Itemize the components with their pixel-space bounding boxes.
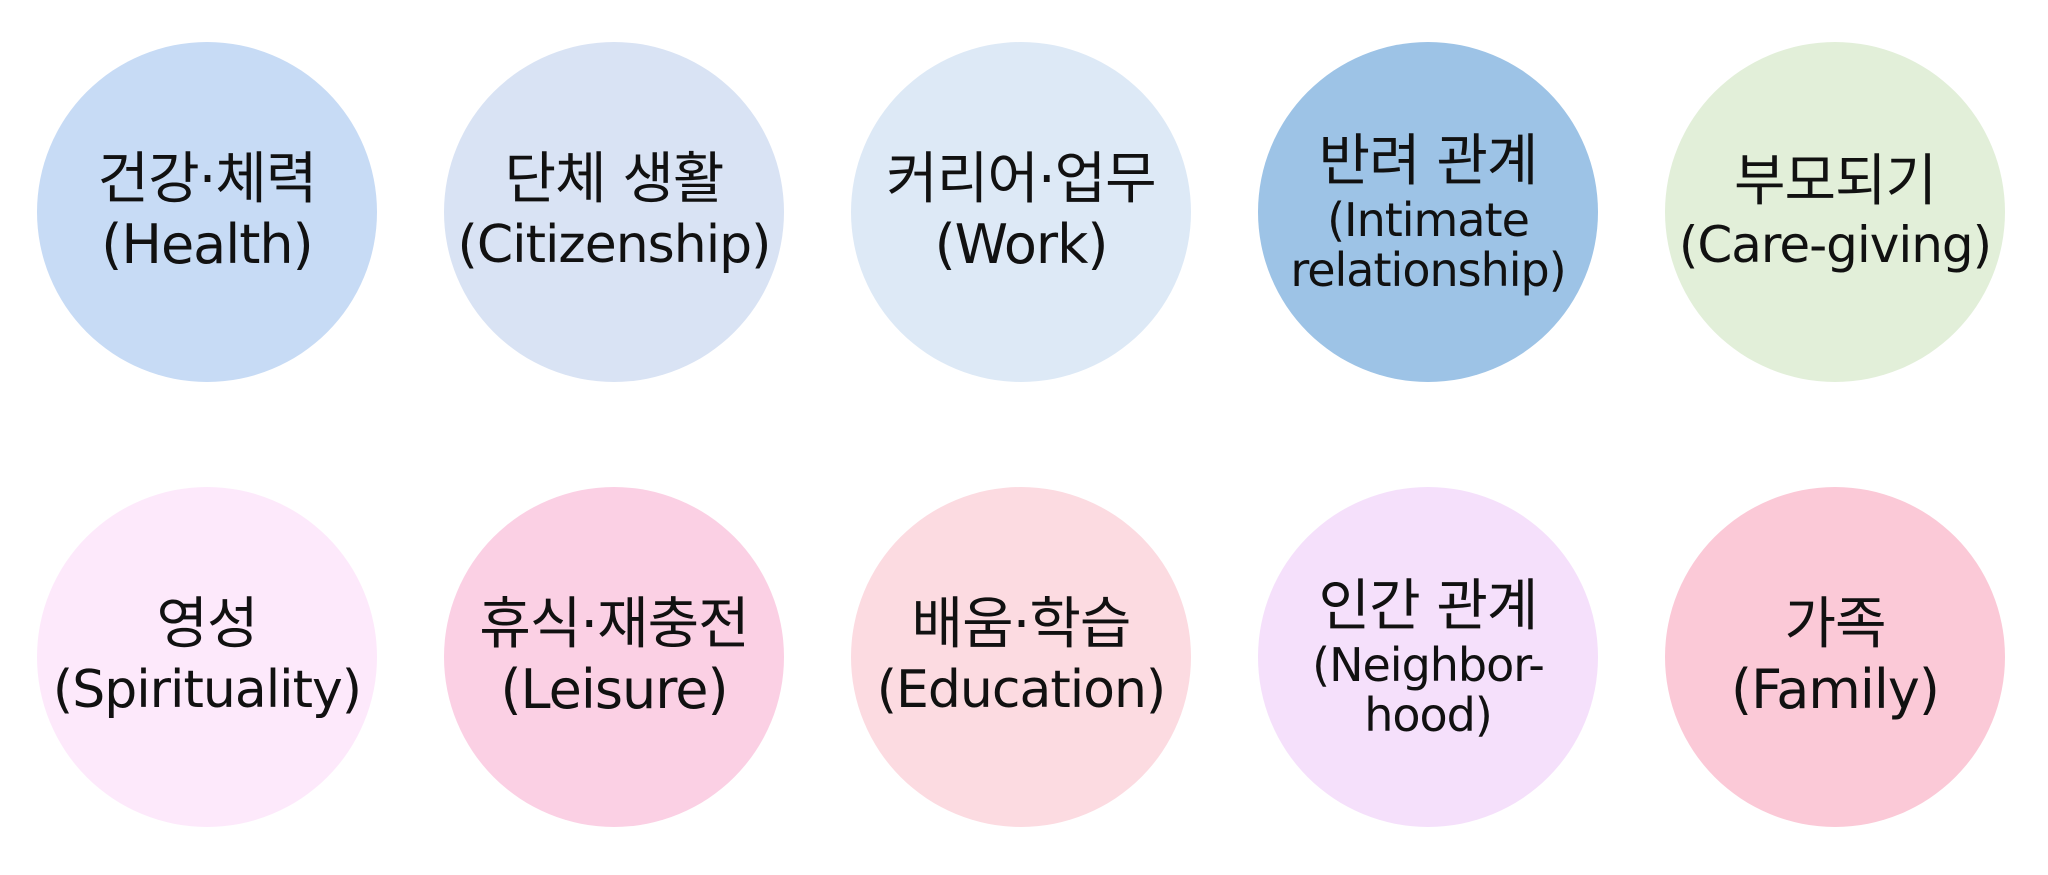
circle-care-giving: 부모되기 (Care-giving) <box>1665 42 2005 382</box>
circle-citizenship: 단체 생활 (Citizenship) <box>444 42 784 382</box>
circle-neighborhood: 인간 관계 (Neighbor- hood) <box>1258 487 1598 827</box>
circle-korean-label: 인간 관계 <box>1318 574 1539 639</box>
circle-english-label-line1: (Neighbor- <box>1312 638 1545 692</box>
circle-korean-label: 부모되기 <box>1733 149 1937 214</box>
circle-english-label: (Citizenship) <box>457 215 772 275</box>
circle-work: 커리어·업무 (Work) <box>851 42 1191 382</box>
circle-korean-label: 휴식·재충전 <box>479 592 749 657</box>
circle-health: 건강·체력 (Health) <box>37 42 377 382</box>
circle-leisure: 휴식·재충전 (Leisure) <box>444 487 784 827</box>
circle-english-label: (Family) <box>1731 658 1940 721</box>
circle-english-label: (Work) <box>934 213 1109 276</box>
circle-english-label: (Health) <box>101 213 313 276</box>
circle-family: 가족 (Family) <box>1665 487 2005 827</box>
circle-intimate-relationship: 반려 관계 (Intimate relationship) <box>1258 42 1598 382</box>
circle-korean-label: 영성 <box>156 592 258 657</box>
circle-korean-label: 단체 생활 <box>504 147 725 212</box>
circle-korean-label: 반려 관계 <box>1318 129 1539 194</box>
circle-english-label-line2: hood) <box>1364 688 1493 742</box>
circle-korean-label: 건강·체력 <box>97 147 318 212</box>
circle-english-label: (Leisure) <box>500 658 728 721</box>
circle-english-label-line2: relationship) <box>1290 243 1566 297</box>
circle-spirituality: 영성 (Spirituality) <box>37 487 377 827</box>
circle-english-label: (Spirituality) <box>52 660 362 720</box>
circle-education: 배움·학습 (Education) <box>851 487 1191 827</box>
circle-korean-label: 커리어·업무 <box>886 147 1156 212</box>
circle-english-label: (Care-giving) <box>1678 216 1992 274</box>
circle-english-label-line1: (Intimate <box>1327 193 1530 247</box>
circle-korean-label: 가족 <box>1784 592 1886 657</box>
circle-english-label: (Education) <box>876 660 1166 720</box>
circle-korean-label: 배움·학습 <box>911 592 1132 657</box>
